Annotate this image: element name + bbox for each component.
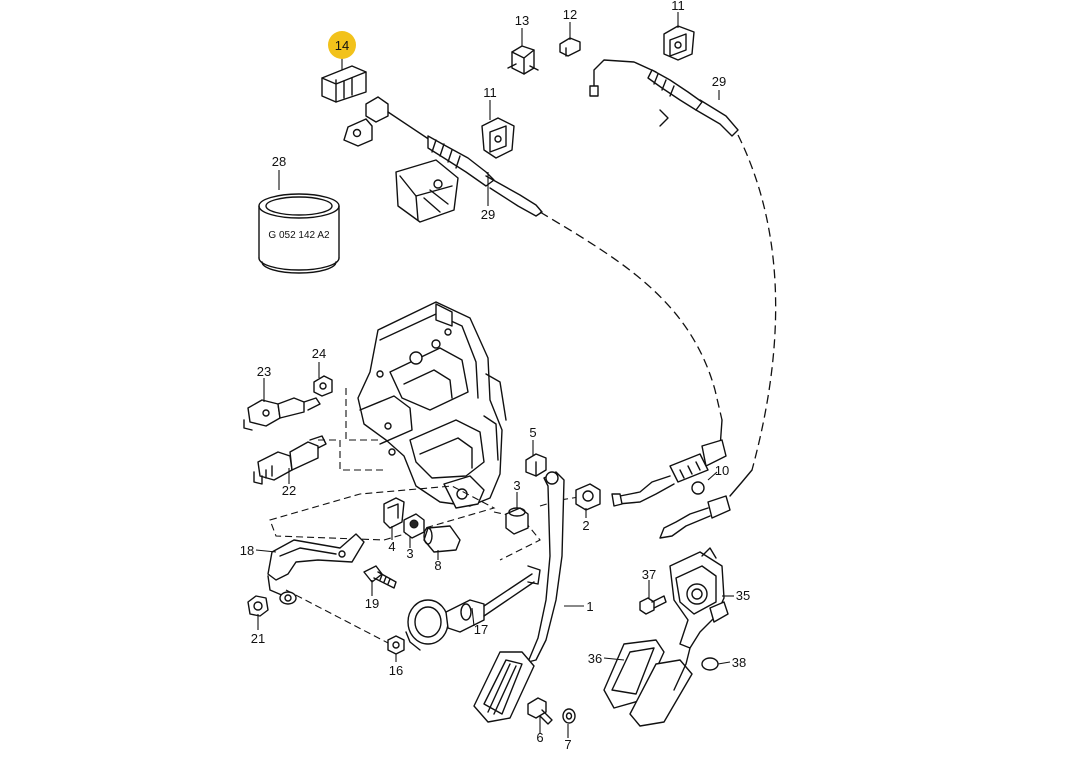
part-16-nut[interactable] — [387, 635, 405, 655]
callout-36[interactable]: 36 — [588, 651, 602, 666]
part-28-stamp: G 052 142 A2 — [268, 230, 330, 241]
part-37-bolt[interactable] — [639, 595, 667, 615]
callout-29-left[interactable]: 29 — [481, 207, 495, 222]
part-22-switch[interactable] — [253, 435, 327, 485]
callout-16[interactable]: 16 — [389, 663, 403, 678]
callout-23[interactable]: 23 — [257, 364, 271, 379]
part-11-bracket-right[interactable] — [663, 25, 695, 61]
cable-bracket-left — [395, 159, 459, 223]
part-36-pedal-pad[interactable] — [603, 639, 693, 727]
callout-22[interactable]: 22 — [282, 483, 296, 498]
leader-lines — [255, 12, 734, 738]
part-3-bushing-b[interactable] — [403, 513, 425, 539]
part-8-sleeve[interactable] — [423, 525, 461, 553]
callout-35[interactable]: 35 — [736, 588, 750, 603]
part-21-nut[interactable] — [247, 591, 297, 617]
part-28-sleeve[interactable]: G 052 142 A2 — [258, 193, 340, 274]
part-38-plug[interactable] — [701, 657, 719, 671]
part-2-bushing[interactable] — [575, 483, 601, 511]
callout-19[interactable]: 19 — [365, 596, 379, 611]
cable-right — [737, 134, 777, 471]
dash-line-a — [345, 388, 380, 441]
callout-4[interactable]: 4 — [388, 539, 395, 554]
callout-38[interactable]: 38 — [732, 655, 746, 670]
callout-10[interactable]: 10 — [715, 463, 729, 478]
callout-7[interactable]: 7 — [564, 737, 571, 752]
cable-end-upper-left — [343, 96, 543, 217]
dash-line-c — [269, 485, 496, 541]
callout-11-right[interactable]: 11 — [671, 0, 685, 13]
callout-3-right[interactable]: 3 — [513, 478, 520, 493]
part-19-bolt[interactable] — [363, 565, 397, 589]
callout-24[interactable]: 24 — [312, 346, 326, 361]
part-1-pedal[interactable] — [473, 471, 565, 723]
part-12-clip[interactable] — [559, 37, 581, 57]
part-4-clip[interactable] — [383, 497, 405, 529]
pedal-cluster-housing — [357, 301, 507, 509]
callout-8[interactable]: 8 — [434, 558, 441, 573]
callout-1[interactable]: 1 — [586, 599, 593, 614]
part-14-bushing[interactable] — [321, 65, 367, 103]
callout-29-right[interactable]: 29 — [712, 74, 726, 89]
cable-upper — [539, 211, 723, 421]
cable-end-lower-right — [611, 419, 753, 539]
part-24-clip[interactable] — [313, 375, 333, 397]
callout-labels: 14 13 12 11 11 29 29 28 23 24 22 5 10 3 … — [240, 0, 750, 752]
dash-line-b — [318, 439, 384, 471]
part-13-clip[interactable] — [507, 45, 539, 75]
part-11-bracket-left[interactable] — [481, 117, 515, 159]
part-6-bolt[interactable] — [527, 697, 553, 725]
callout-21[interactable]: 21 — [251, 631, 265, 646]
callout-18[interactable]: 18 — [240, 543, 254, 558]
callout-2[interactable]: 2 — [582, 518, 589, 533]
callout-37[interactable]: 37 — [642, 567, 656, 582]
callout-13[interactable]: 13 — [515, 13, 529, 28]
callout-5[interactable]: 5 — [529, 425, 536, 440]
callout-17[interactable]: 17 — [474, 622, 488, 637]
part-23-switch[interactable] — [243, 397, 321, 431]
part-3-bushing-a[interactable] — [505, 507, 529, 535]
callout-11-left[interactable]: 11 — [483, 85, 497, 100]
part-17-actuator[interactable] — [405, 565, 541, 651]
callout-12[interactable]: 12 — [563, 7, 577, 22]
callout-14-highlight[interactable] — [328, 31, 356, 59]
part-35-accelerator-module[interactable] — [669, 547, 729, 649]
part-5-clip[interactable] — [525, 453, 547, 477]
callout-28[interactable]: 28 — [272, 154, 286, 169]
dash-line-e — [285, 589, 391, 645]
callout-14[interactable]: 14 — [335, 38, 349, 53]
cable-end-upper-right — [589, 59, 739, 137]
callout-6[interactable]: 6 — [536, 730, 543, 745]
callout-3-left[interactable]: 3 — [406, 546, 413, 561]
part-18-lever[interactable] — [267, 533, 365, 597]
part-7-washer[interactable] — [562, 708, 576, 724]
